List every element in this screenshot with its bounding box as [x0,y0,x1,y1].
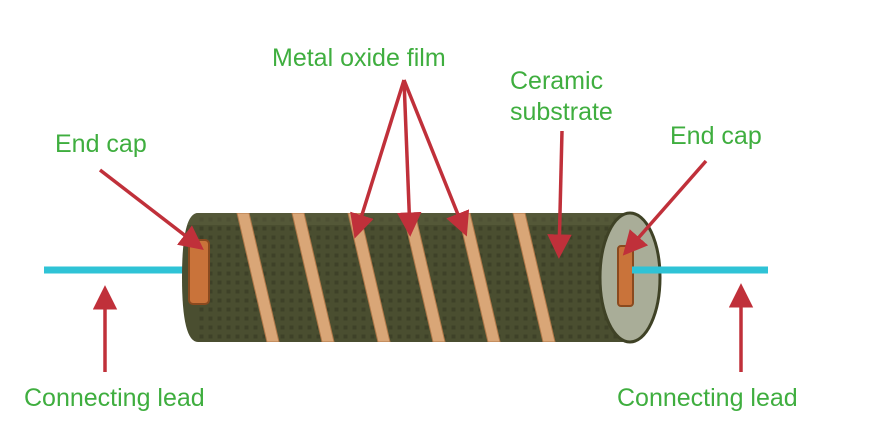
end-cap-right-shape [617,245,634,307]
arrow-film-3 [402,79,470,237]
label-connecting-lead-left: Connecting lead [24,384,205,412]
label-ceramic-line2: substrate [510,98,613,126]
film-band [347,213,391,342]
callout-arrows [92,79,754,372]
film-band [457,213,501,342]
label-ceramic-line1: Ceramic [510,67,604,95]
film-band [402,213,446,342]
arrow-end-cap-right [622,159,708,256]
arrow-film-1 [350,79,406,239]
label-end-cap-left: End cap [55,130,147,158]
label-ceramic-substrate: Ceramic substrate [510,66,613,128]
arrow-end-cap-left [98,168,204,250]
film-band [236,213,280,342]
film-band [291,213,335,342]
end-cap-left-shape [188,239,210,305]
film-band [512,213,556,342]
arrow-film-2 [396,79,422,237]
label-end-cap-right: End cap [670,122,762,150]
resistor-body [182,213,630,342]
label-metal-oxide-film: Metal oxide film [272,44,446,72]
metal-oxide-film-bands [236,213,556,342]
label-connecting-lead-right: Connecting lead [617,384,798,412]
arrow-ceramic [547,130,572,259]
